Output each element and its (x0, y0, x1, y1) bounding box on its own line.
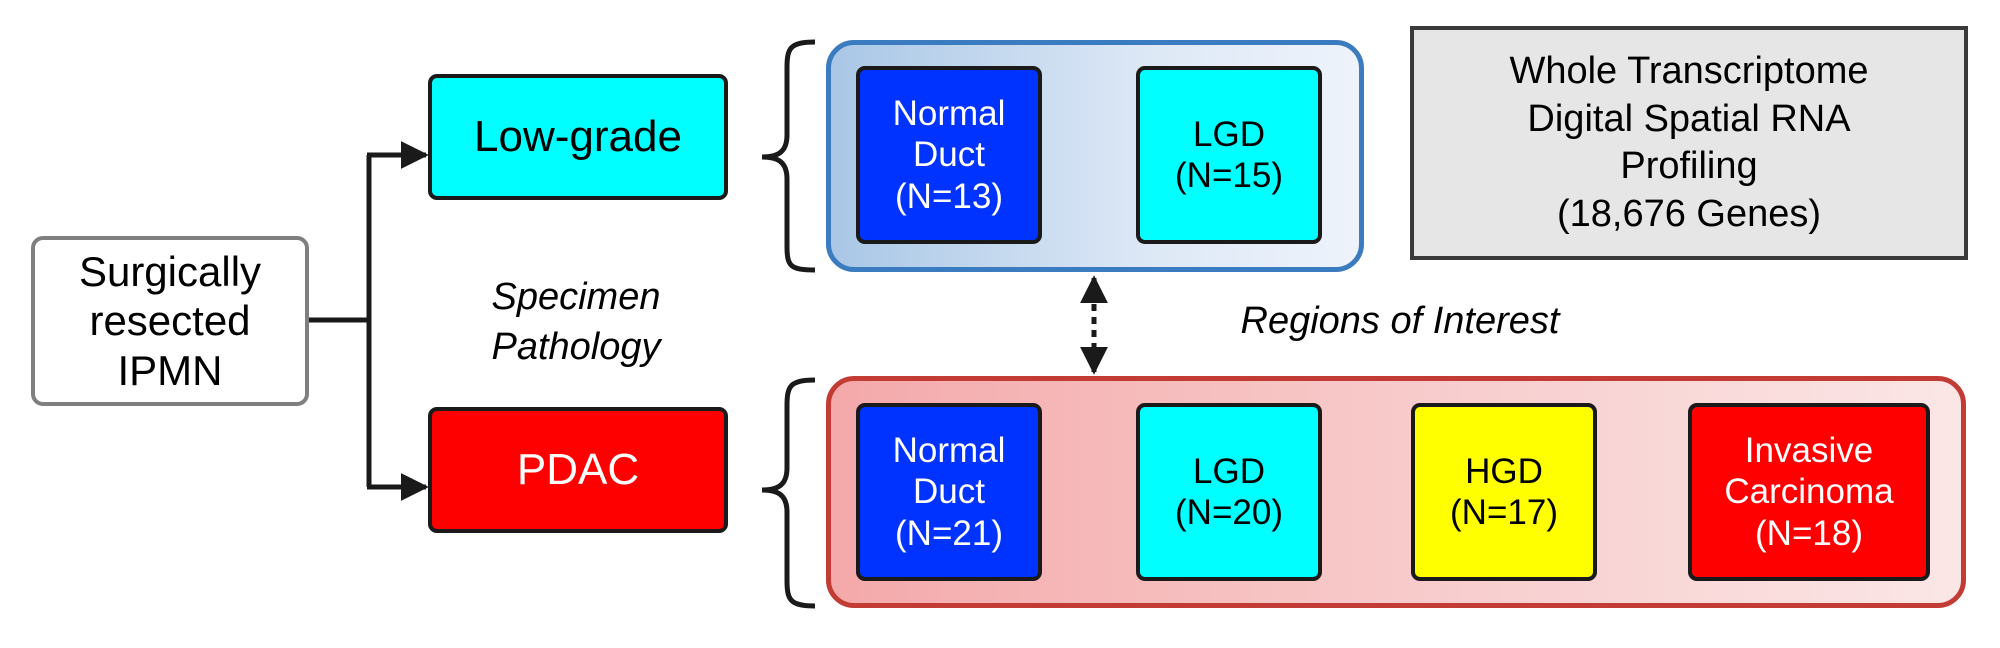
roi-line: HGD (1465, 451, 1543, 491)
profiling-line-4: (18,676 Genes) (1556, 192, 1822, 235)
roi-line: (N=15) (1175, 156, 1283, 195)
branch-connector (309, 141, 429, 501)
roi-line: Duct (913, 472, 985, 512)
roi-line: Duct (913, 135, 985, 175)
roi-lg-lgd: LGD (N=15) (1136, 66, 1322, 244)
specimen-line-1: Specimen (491, 276, 661, 318)
regions-of-interest-label: Regions of Interest (1240, 300, 1560, 342)
roi-pdac-normal-duct: Normal Duct (N=21) (856, 403, 1042, 581)
specimen-pathology-label: Specimen Pathology (456, 272, 696, 372)
roi-lg-normal-duct: Normal Duct (N=13) (856, 66, 1042, 244)
roi-pdac-invasive-carcinoma: Invasive Carcinoma (N=18) (1688, 403, 1930, 581)
roi-line: Normal (892, 94, 1006, 134)
pdac-node: PDAC (428, 407, 728, 533)
low-grade-node: Low-grade (428, 74, 728, 200)
roi-line: (N=20) (1175, 493, 1283, 532)
roi-line: Invasive (1744, 431, 1874, 471)
roi-line: (N=17) (1450, 493, 1558, 532)
ipmn-line-3: IPMN (117, 346, 223, 394)
brace-low-grade (761, 39, 816, 273)
ipmn-line-2: resected (89, 297, 251, 345)
roi-line: LGD (1193, 114, 1265, 154)
roi-line: (N=21) (895, 513, 1003, 553)
ipmn-node: Surgically resected IPMN (31, 236, 309, 406)
profiling-line-3: Profiling (1620, 145, 1758, 187)
roi-line: LGD (1193, 451, 1265, 491)
roi-line: (N=18) (1755, 513, 1863, 553)
roi-line: Carcinoma (1724, 472, 1894, 512)
ipmn-line-1: Surgically (78, 247, 262, 295)
brace-pdac (761, 377, 816, 609)
profiling-node: Whole Transcriptome Digital Spatial RNA … (1410, 26, 1968, 260)
profiling-line-2: Digital Spatial RNA (1527, 97, 1851, 140)
low-grade-label: Low-grade (474, 112, 682, 162)
roi-pdac-lgd: LGD (N=20) (1136, 403, 1322, 581)
roi-line: Normal (892, 431, 1006, 471)
roi-line: (N=13) (895, 176, 1003, 216)
pdac-label: PDAC (516, 445, 640, 495)
roi-pdac-hgd: HGD (N=17) (1411, 403, 1597, 581)
specimen-line-2: Pathology (491, 326, 661, 369)
profiling-line-1: Whole Transcriptome (1509, 50, 1869, 92)
